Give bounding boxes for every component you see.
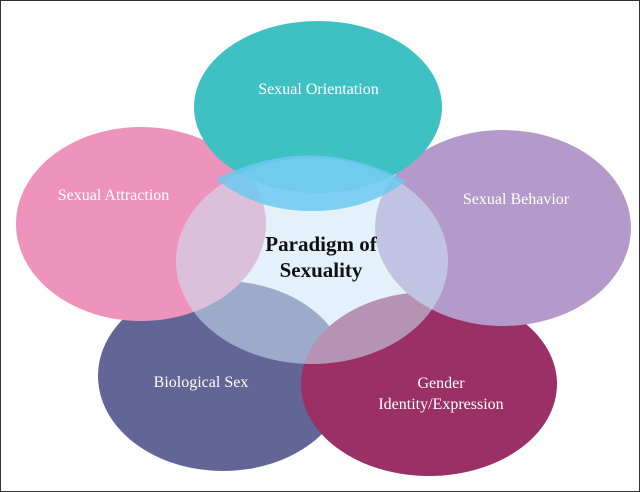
gender-label-line2: Identity/Expression (378, 396, 504, 413)
gender-label-line1: Gender (417, 375, 465, 392)
paradigm-center-ellipse (176, 158, 448, 364)
sexual-orientation-label: Sexual Orientation (258, 81, 379, 98)
paradigm-title-line2: Sexuality (279, 258, 363, 282)
sexual-behavior-label: Sexual Behavior (462, 191, 570, 208)
paradigm-title: Paradigm of Sexuality (236, 231, 406, 283)
paradigm-title-line1: Paradigm of (265, 232, 377, 256)
biological-sex-label: Biological Sex (153, 374, 249, 391)
sexual-orientation-ellipse (194, 21, 442, 193)
gender-identity-label: Gender Identity/Expression (346, 373, 536, 415)
sexual-attraction-label: Sexual Attraction (57, 187, 170, 204)
orientation-overlap (216, 155, 406, 211)
